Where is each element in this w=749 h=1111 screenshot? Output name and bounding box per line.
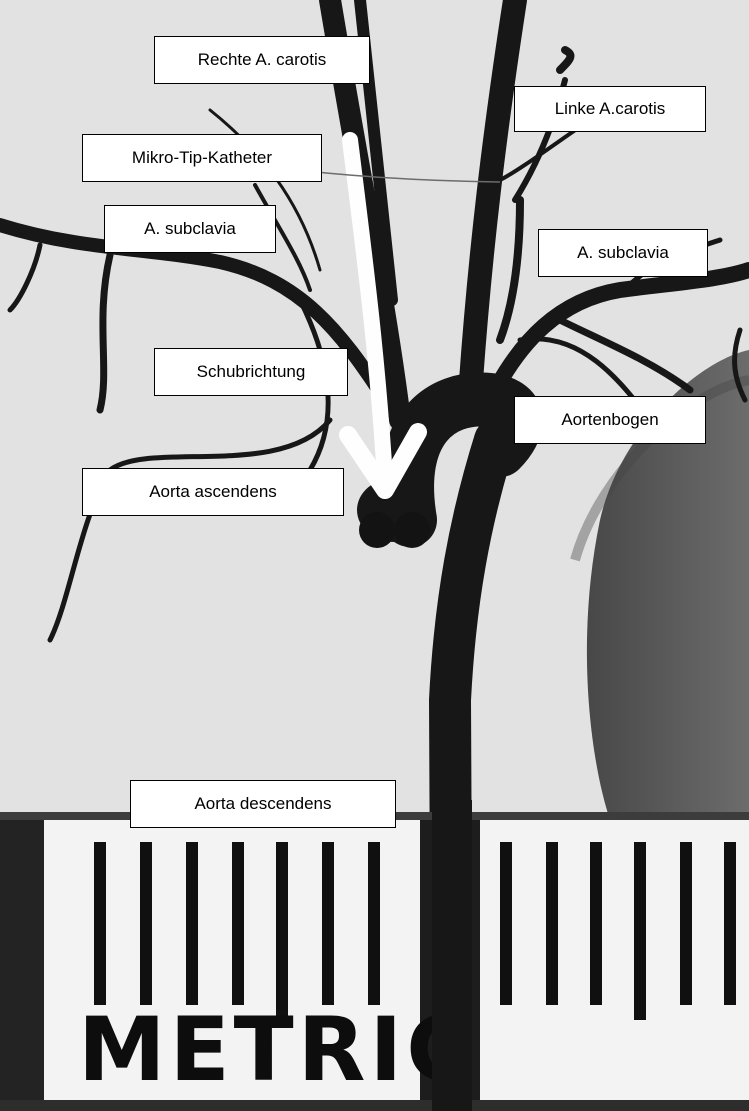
label-linke-carotis: Linke A.carotis — [514, 86, 706, 132]
label-mikro-tip-katheter: Mikro-Tip-Katheter — [82, 134, 322, 182]
label-subclavia-left: A. subclavia — [104, 205, 276, 253]
label-schubrichtung: Schubrichtung — [154, 348, 348, 396]
label-aorta-descendens: Aorta descendens — [130, 780, 396, 828]
label-rechte-carotis: Rechte A. carotis — [154, 36, 370, 84]
label-aorta-ascendens: Aorta ascendens — [82, 468, 344, 516]
label-subclavia-right: A. subclavia — [538, 229, 708, 277]
label-aortenbogen: Aortenbogen — [514, 396, 706, 444]
